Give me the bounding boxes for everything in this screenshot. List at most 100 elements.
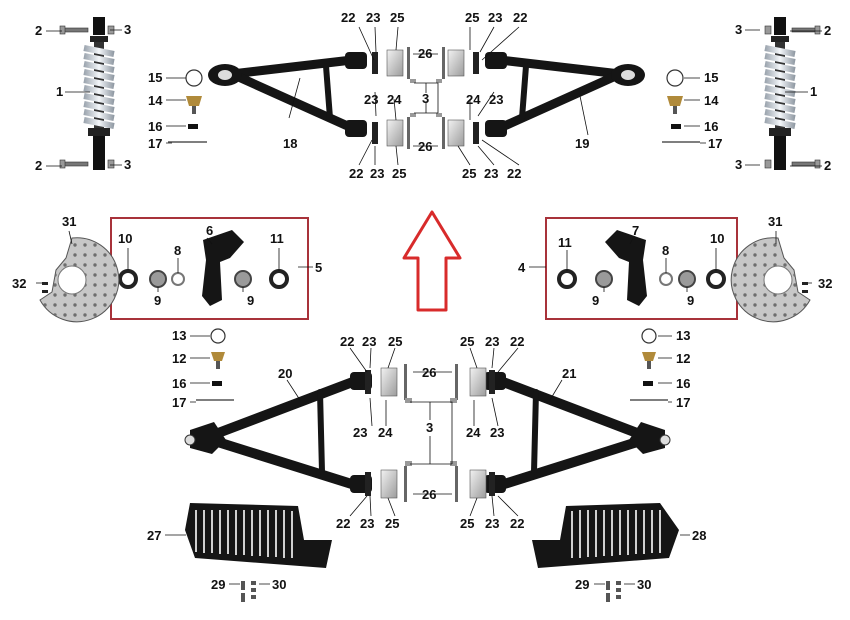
- skid-guard-right: [532, 503, 679, 568]
- callout-ll-t-25: 25: [388, 334, 402, 349]
- callout-clip-lower-right: 16: [676, 376, 690, 391]
- callout-lr-m-23: 23: [490, 425, 504, 440]
- callout-shock-nut-bottom-right: 3: [735, 157, 742, 172]
- callout-lower-bolt-bottom: 26: [422, 487, 436, 502]
- callout-ul-b-22: 22: [349, 166, 363, 181]
- callout-lr-t-23: 23: [485, 334, 499, 349]
- knuckle-assembly-right-parts: [557, 230, 726, 306]
- callout-circlip-upper-right: 15: [704, 70, 718, 85]
- callout-shock-nut-top-right: 3: [735, 22, 742, 37]
- callout-clip-upper-right: 16: [704, 119, 718, 134]
- forward-direction-arrow-icon: [402, 210, 462, 312]
- callout-pin-lower-left: 17: [172, 395, 186, 410]
- callout-guard-nut-right: 30: [637, 577, 651, 592]
- callout-ur-b-23: 23: [484, 166, 498, 181]
- callout-disc-left: 31: [62, 214, 76, 229]
- lower-ball-joints: [196, 328, 668, 401]
- callout-ll-b-22: 22: [336, 516, 350, 531]
- callout-pin-upper-left: 17: [148, 136, 162, 151]
- skid-guard-left: [185, 503, 332, 568]
- callout-ball-joint-upper-right: 14: [704, 93, 719, 108]
- callout-kl-seal-inner: 11: [270, 231, 284, 246]
- callout-ur-b-22: 22: [507, 166, 521, 181]
- callout-upper-bolt-top: 26: [418, 46, 432, 61]
- upper-bushings: [372, 47, 479, 149]
- callout-circlip-lower-left: 13: [172, 328, 186, 343]
- callout-kl-spacer: 8: [174, 243, 181, 258]
- callout-guard-bolt-left: 29: [211, 577, 225, 592]
- callout-kr-bearing-outer: 9: [687, 293, 694, 308]
- lower-a-arm-right: [484, 372, 671, 493]
- callout-shock-bolt-bottom-right: 2: [824, 158, 831, 173]
- callout-kr-seal-outer: 10: [710, 231, 724, 246]
- callout-ur-m-24: 24: [466, 92, 481, 107]
- upper-ball-joints: [168, 69, 700, 143]
- callout-pin-upper-right: 17: [708, 136, 722, 151]
- callout-knuckle-right: 4: [518, 260, 526, 275]
- callout-circlip-lower-right: 13: [676, 328, 690, 343]
- callout-kr-bearing-inner: 9: [592, 293, 599, 308]
- callout-lr-t-22: 22: [510, 334, 524, 349]
- callout-ll-m-24: 24: [378, 425, 393, 440]
- callout-lower-arm-left: 20: [278, 366, 292, 381]
- callout-knuckle-left: 5: [315, 260, 322, 275]
- callout-shock-nut-top-left: 3: [124, 22, 131, 37]
- knuckle-assembly-left-parts: [118, 230, 289, 306]
- upper-a-arm-right: [485, 52, 645, 137]
- callout-guard-bolt-right: 29: [575, 577, 589, 592]
- callout-lower-bolt-top: 26: [422, 365, 436, 380]
- callout-ll-t-22: 22: [340, 334, 354, 349]
- callout-ul-t-25: 25: [390, 10, 404, 25]
- callout-lr-m-24: 24: [466, 425, 481, 440]
- callout-circlip-upper-left: 15: [148, 70, 162, 85]
- skid-guard-hardware: [241, 581, 621, 602]
- callout-guard-nut-left: 30: [272, 577, 286, 592]
- callout-ll-t-23: 23: [362, 334, 376, 349]
- callout-pin-lower-right: 17: [676, 395, 690, 410]
- callout-disc-bolts-right: 32: [818, 276, 832, 291]
- callout-lower-arm-right: 21: [562, 366, 576, 381]
- callout-guard-left: 27: [147, 528, 161, 543]
- callout-ul-b-23: 23: [370, 166, 384, 181]
- callout-ul-t-22: 22: [341, 10, 355, 25]
- callout-ur-t-25: 25: [465, 10, 479, 25]
- callout-shock-left: 1: [56, 84, 63, 99]
- callout-ll-m-23: 23: [353, 425, 367, 440]
- callout-upper-arm-left: 18: [283, 136, 297, 151]
- brake-disc-right: [730, 237, 811, 323]
- callout-kl-seal-outer: 10: [118, 231, 132, 246]
- callout-ball-joint-upper-left: 14: [148, 93, 163, 108]
- callout-shock-bolt-top-right: 2: [824, 23, 831, 38]
- callout-ll-b-23: 23: [360, 516, 374, 531]
- callout-ball-joint-lower-right: 12: [676, 351, 690, 366]
- callout-disc-bolts-left: 32: [12, 276, 26, 291]
- lower-a-arm-left: [184, 372, 372, 493]
- callout-ur-t-23: 23: [488, 10, 502, 25]
- leader-lines: [36, 26, 822, 585]
- callout-kl-bearing-inner: 9: [247, 293, 254, 308]
- callout-ball-joint-lower-left: 12: [172, 351, 186, 366]
- callout-upper-arm-right: 19: [575, 136, 589, 151]
- callout-upper-bolt-bottom: 26: [418, 139, 432, 154]
- callout-lr-b-23: 23: [485, 516, 499, 531]
- callout-kr-knuckle: 7: [632, 223, 639, 238]
- callout-clip-lower-left: 16: [172, 376, 186, 391]
- callout-upper-shaft: 3: [422, 91, 429, 106]
- callout-kl-bearing-outer: 9: [154, 293, 161, 308]
- brake-disc-left: [39, 237, 120, 323]
- callout-shock-right: 1: [810, 84, 817, 99]
- callout-ll-b-25: 25: [385, 516, 399, 531]
- callout-ur-t-22: 22: [513, 10, 527, 25]
- callout-shock-bolt-top-left: 2: [35, 23, 42, 38]
- shock-absorber-left: [83, 17, 115, 170]
- callout-lr-b-25: 25: [460, 516, 474, 531]
- upper-a-arm-left: [208, 52, 367, 137]
- callout-clip-upper-left: 16: [148, 119, 162, 134]
- callout-ul-m-24: 24: [387, 92, 402, 107]
- callout-ul-m-23: 23: [364, 92, 378, 107]
- callout-kl-knuckle: 6: [206, 223, 213, 238]
- callout-ur-b-25: 25: [462, 166, 476, 181]
- callout-numbers: 2 3 1 2 3 3 2 1 3 2 15 14 16 17 15 14 16…: [12, 10, 832, 592]
- lower-bushings: [365, 364, 495, 502]
